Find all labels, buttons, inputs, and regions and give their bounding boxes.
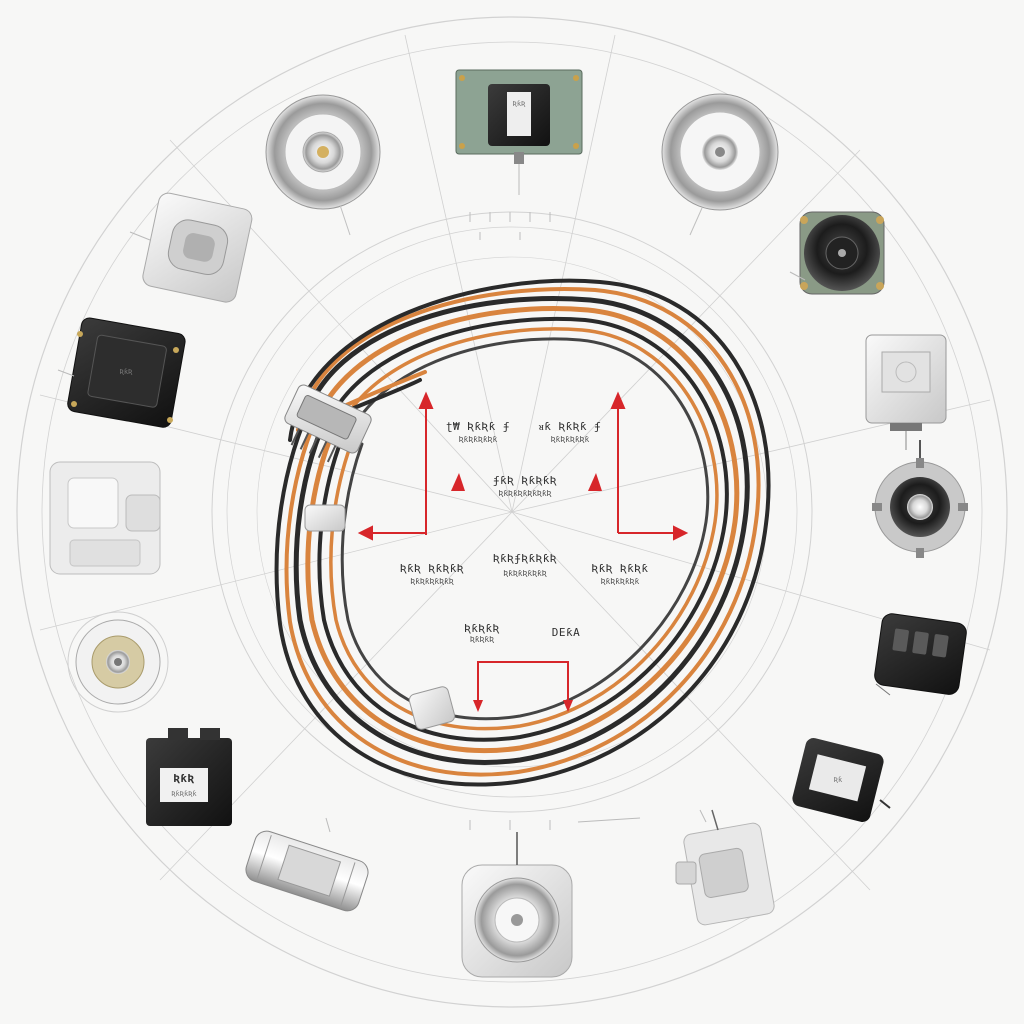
cable-clip-left	[304, 504, 346, 532]
bottom-left-label: ƦƙƦƙƦ	[464, 622, 500, 635]
svg-text:ƦƙƦƙƦƙƦƙƦƙƦ: ƦƙƦƙƦƙƦƙƦƙƦ	[499, 489, 552, 498]
relay-module-top: ƦƙƦ	[455, 69, 583, 195]
svg-text:ƦƙƦƙƦƙƦƙ: ƦƙƦƙƦƙƦƙ	[459, 435, 498, 444]
clear-housing-left	[49, 461, 161, 575]
black-actuator-right	[799, 211, 885, 295]
svg-text:ƦƙƦƙƦƙƦƙƦ: ƦƙƦƙƦƙƦƙƦ	[410, 577, 454, 586]
bottom-right-label: DEƙA	[552, 626, 581, 639]
round-sensor-right	[872, 440, 968, 558]
guide-rings	[16, 16, 1008, 1008]
round-clear-sensor-bottom	[461, 832, 573, 978]
round-sensor-top-left	[265, 94, 381, 236]
harness-connector	[284, 384, 372, 463]
silver-relay-right	[865, 334, 947, 450]
black-box-lower-left: ƦƙƦ ƦƙƦƙƦƙ	[146, 728, 232, 826]
svg-text:ƦƙƦƙƦƙ: ƦƙƦƙƦƙ	[171, 790, 197, 798]
black-connector-right	[874, 613, 967, 696]
relay-tag-top: ƦƙƦ	[513, 100, 526, 108]
middle-label: ʄƙƦ ƦƙƦƙƦ	[493, 474, 557, 487]
clear-housing-bottom-right	[675, 809, 775, 926]
svg-text:ƦƙƦƙƦƙƦƙ: ƦƙƦƙƦƙƦƙ	[551, 435, 590, 444]
cable-clip-bottom	[408, 686, 456, 730]
wire-harness	[274, 278, 771, 787]
black-control-module-left: ƦƙƦ	[67, 317, 186, 428]
ring-ticks	[469, 212, 551, 830]
center-labels: ʈ₩ ƦƙƦƙ ʄ ƦƙƦƙƦƙƦƙ ᴚƙ ƦƙƦƙ ʄ ƦƙƦƙƦƙƦƙ ʄƙ…	[400, 420, 649, 644]
black-relay-lower-right: Ʀƙ	[792, 738, 891, 822]
relay-tag-bottom-right: Ʀƙ	[834, 776, 843, 784]
white-socket-left	[142, 192, 253, 303]
svg-text:ƦƙƦƙƦ: ƦƙƦƙƦ	[470, 635, 494, 644]
lens-sensor-left	[67, 611, 169, 713]
dimension-arrows	[357, 391, 689, 712]
svg-text:ƦƙƦƙƦƙƦƙƦ: ƦƙƦƙƦƙƦƙƦ	[503, 569, 547, 578]
upper-left-label: ʈ₩ ƦƙƦƙ ʄ	[446, 420, 510, 433]
round-sensor-top-right	[661, 93, 779, 236]
svg-text:ƦƙƦƙƦƙƦƙ: ƦƙƦƙƦƙƦƙ	[601, 577, 640, 586]
guide-annotations	[57, 231, 806, 833]
box-tag-lower-left: ƦƙƦ	[173, 772, 194, 785]
module-tag-left: ƦƙƦ	[120, 368, 133, 376]
metal-cylinder-bottom	[245, 830, 369, 912]
lower-right-label: ƦƙƦ ƦƙƦƙ	[592, 562, 649, 575]
lower-middle-label: ƦƙƦʄƦƙƦƙƦ	[493, 552, 557, 565]
upper-right-label: ᴚƙ ƦƙƦƙ ʄ	[539, 420, 602, 433]
lower-left-label: ƦƙƦ ƦƙƦƙƦ	[400, 562, 464, 575]
